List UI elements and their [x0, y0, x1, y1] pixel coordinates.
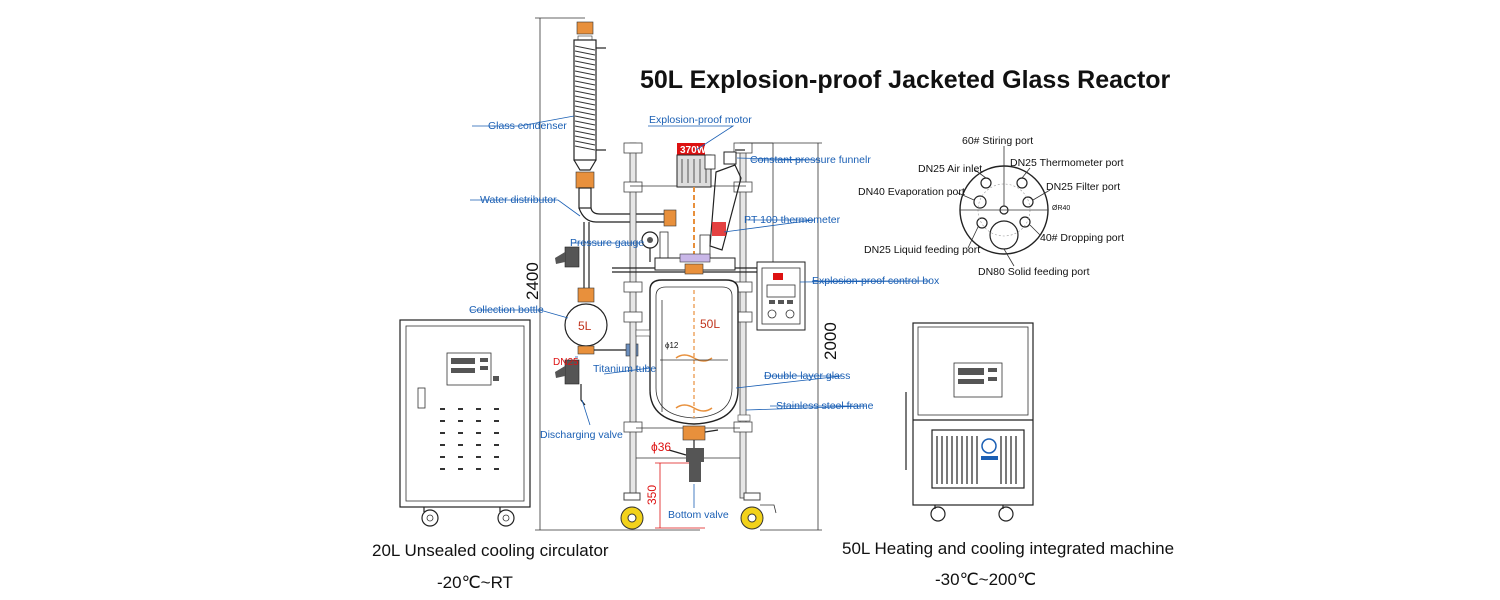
label-constant-pressure-funnel: Constant pressure funnelr: [750, 154, 871, 166]
circulator-wheels: [421, 507, 515, 527]
right-unit-range: -30℃~200℃: [935, 570, 1036, 589]
left-unit-caption: 20L Unsealed cooling circulator: [372, 541, 609, 560]
machine-display: [953, 362, 1003, 398]
motor-power-label: 370W: [680, 145, 707, 156]
label-pt100-thermometer: PT 100 thermometer: [744, 214, 841, 226]
evaporation-port: [973, 195, 987, 209]
reactor-lid: [654, 253, 736, 275]
liquid-feeding-port: [976, 217, 988, 229]
dim-label-350: 350: [645, 485, 659, 505]
flask-volume-label: 5L: [578, 319, 592, 333]
explosion-proof-motor: 370W: [676, 143, 716, 262]
circulator-display: [446, 352, 492, 386]
port-label-small: ØR40: [1052, 205, 1070, 212]
dim-label-2000: 2000: [821, 322, 840, 360]
label-pressure-gauge: Pressure gauge: [570, 237, 644, 249]
diagram-title: 50L Explosion-proof Jacketed Glass React…: [640, 66, 1171, 94]
dimension-2000: [740, 142, 822, 531]
constant-pressure-funnel: [709, 149, 745, 251]
port-label-liquid-feeding: DN25 Liquid feeding port: [864, 244, 980, 256]
label-titanium-tube: Titanium tube: [593, 363, 656, 375]
port-label-stirring: 60# Stiring port: [962, 135, 1033, 147]
lid-port-diagram: [957, 146, 1051, 267]
machine-wheels: [930, 505, 1014, 522]
collection-flask-assembly: 5L: [555, 245, 639, 406]
heating-cooling-machine: [905, 322, 1034, 522]
dimension-350: [655, 462, 705, 529]
port-label-evaporation: DN40 Evaporation port: [858, 186, 965, 198]
double-layer-glass-vessel: 50L ϕ12: [635, 279, 751, 425]
port-label-air-inlet: DN25 Air inlet: [918, 163, 982, 175]
left-unit-range: -20℃~RT: [437, 573, 513, 592]
explosion-proof-control-box: [740, 142, 806, 331]
dropping-port: [1019, 216, 1031, 228]
cooling-circulator-unit: [399, 319, 531, 527]
label-glass-condenser: Glass condenser: [488, 120, 567, 132]
circulator-vents: [440, 408, 499, 470]
water-distributor: [578, 207, 677, 245]
bottom-valve: [668, 425, 719, 482]
label-stainless-frame: Stainless steel frame: [776, 400, 874, 412]
brand-logo-icon: [981, 438, 997, 454]
filter-port: [1022, 196, 1034, 208]
machine-vent-panel: [931, 429, 1025, 489]
dimension-2400: [535, 17, 700, 531]
port-label-thermometer: DN25 Thermometer port: [1010, 157, 1124, 169]
label-double-layer-glass: Double layer glass: [764, 370, 850, 382]
reactor-volume-label: 50L: [700, 317, 720, 331]
dim-label-2400: 2400: [523, 262, 542, 300]
label-water-distributor: Water distributor: [480, 194, 557, 206]
frame-wheels: [620, 492, 777, 530]
port-label-dropping: 40# Dropping port: [1040, 232, 1124, 244]
right-unit-caption: 50L Heating and cooling integrated machi…: [842, 539, 1174, 558]
phi36-label: ϕ36: [651, 440, 671, 454]
label-explosion-proof-motor: Explosion-proof motor: [649, 114, 752, 126]
label-control-box: Explosion-proof control box: [812, 275, 940, 287]
port-label-solid-feeding: DN80 Solid feeding port: [978, 266, 1090, 278]
port-label-filter: DN25 Filter port: [1046, 181, 1120, 193]
label-bottom-valve: Bottom valve: [668, 509, 729, 521]
label-collection-bottle: Collection bottle: [469, 304, 544, 316]
label-dn25-outlet: DN25: [553, 357, 579, 368]
circulator-handle: [417, 387, 426, 409]
upper-valve-icon: [564, 246, 580, 268]
label-discharging-valve: Discharging valve: [540, 429, 623, 441]
glass-condenser: [573, 21, 606, 209]
phi12-label: ϕ12: [665, 341, 679, 350]
